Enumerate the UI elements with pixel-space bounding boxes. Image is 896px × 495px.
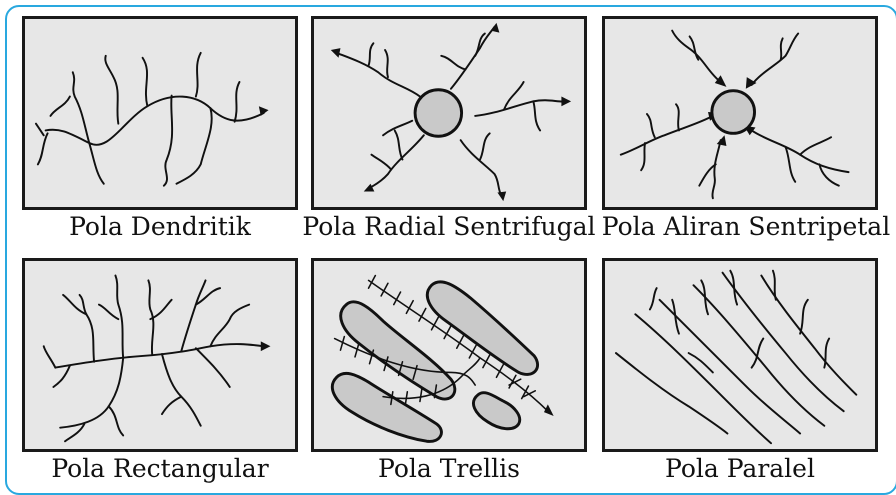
river-network [36, 53, 264, 186]
arrowhead-se [497, 191, 506, 201]
caption-dendritik: Pola Dendritik [10, 212, 310, 242]
caption-paralel: Pola Paralel [590, 454, 890, 484]
arrowhead-sw [364, 184, 375, 192]
flow-arrowhead [261, 341, 271, 351]
panel-paralel [602, 258, 878, 452]
caption-rectangular: Pola Rectangular [10, 454, 310, 484]
arrowhead-nw [331, 48, 341, 58]
radial-centrifugal-pattern-drawing [314, 19, 584, 207]
river-network [44, 276, 264, 442]
dendritic-pattern-drawing [25, 19, 295, 207]
panel-aliran-sentripetal [602, 16, 878, 210]
rectangular-pattern-drawing [25, 261, 295, 449]
flow-arrowhead [544, 404, 554, 416]
caption-trellis: Pola Trellis [299, 454, 599, 484]
mountain-peak [415, 90, 462, 137]
arrowhead-e [561, 97, 571, 107]
arrowhead-nw [715, 75, 727, 87]
panel-dendritik [22, 16, 298, 210]
trellis-pattern-drawing [314, 261, 584, 449]
panel-rectangular [22, 258, 298, 452]
caption-radial-sentrifugal: Pola Radial Sentrifugal [299, 212, 599, 242]
parallel-pattern-drawing [605, 261, 875, 449]
arrowhead-ne [746, 77, 757, 89]
ridge-4 [473, 393, 519, 429]
centripetal-pattern-drawing [605, 19, 875, 207]
caption-aliran-sentripetal: Pola Aliran Sentripetal [596, 212, 896, 242]
arrowhead-s [717, 135, 727, 146]
panel-trellis [311, 258, 587, 452]
ridge-2 [427, 282, 537, 375]
panel-radial-sentrifugal [311, 16, 587, 210]
basin-center [712, 91, 755, 134]
parallel-rivers [616, 271, 856, 443]
